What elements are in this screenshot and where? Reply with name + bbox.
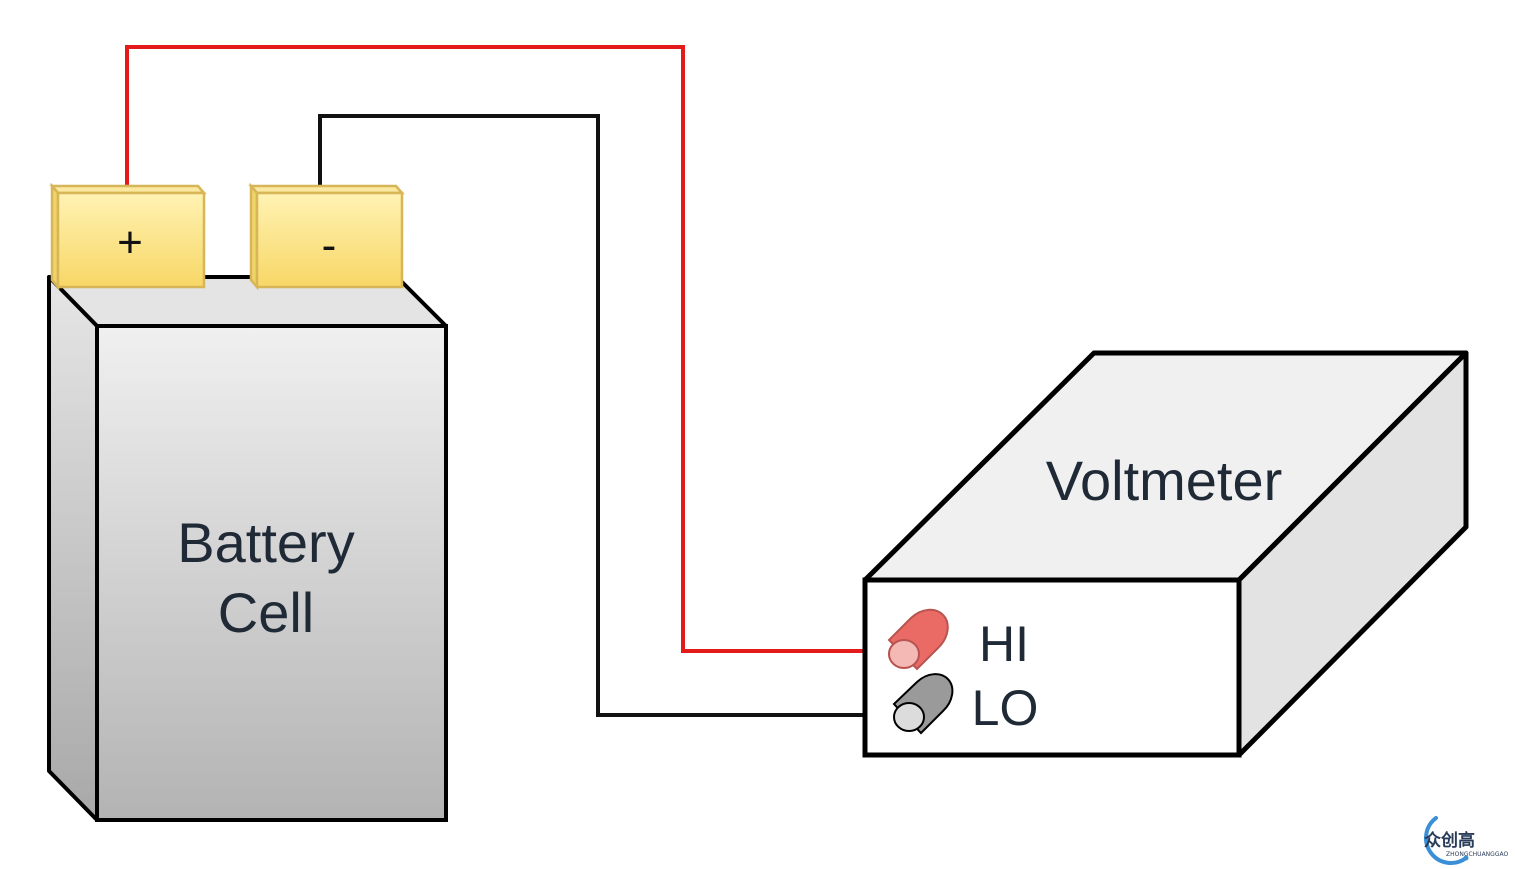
hi-port-label: HI [979,616,1029,672]
negative-terminal-label: - [322,221,337,270]
battery-front-face [95,324,448,822]
battery-cell: Battery Cell [47,275,448,822]
battery-label-line1: Battery [177,511,354,574]
positive-wire [125,45,890,653]
watermark-text: 众创高 [1424,830,1475,851]
battery-side-face [47,275,99,822]
watermark-subtext: ZHONGCHUANGGAO [1446,851,1508,858]
voltmeter: Voltmeter HI LO [862,350,1469,758]
negative-terminal: - [248,182,405,291]
positive-terminal: + [49,182,207,291]
voltmeter-label: Voltmeter [1046,449,1283,512]
lo-jack [892,673,954,735]
lo-port-label: LO [972,680,1039,736]
watermark-swoosh-icon [1424,816,1468,865]
positive-terminal-label: + [117,218,143,267]
hi-jack [887,608,949,671]
battery-label-line2: Cell [218,581,314,644]
watermark-logo: 众创高 ZHONGCHUANGGAO [1424,816,1508,865]
negative-wire [318,114,895,717]
